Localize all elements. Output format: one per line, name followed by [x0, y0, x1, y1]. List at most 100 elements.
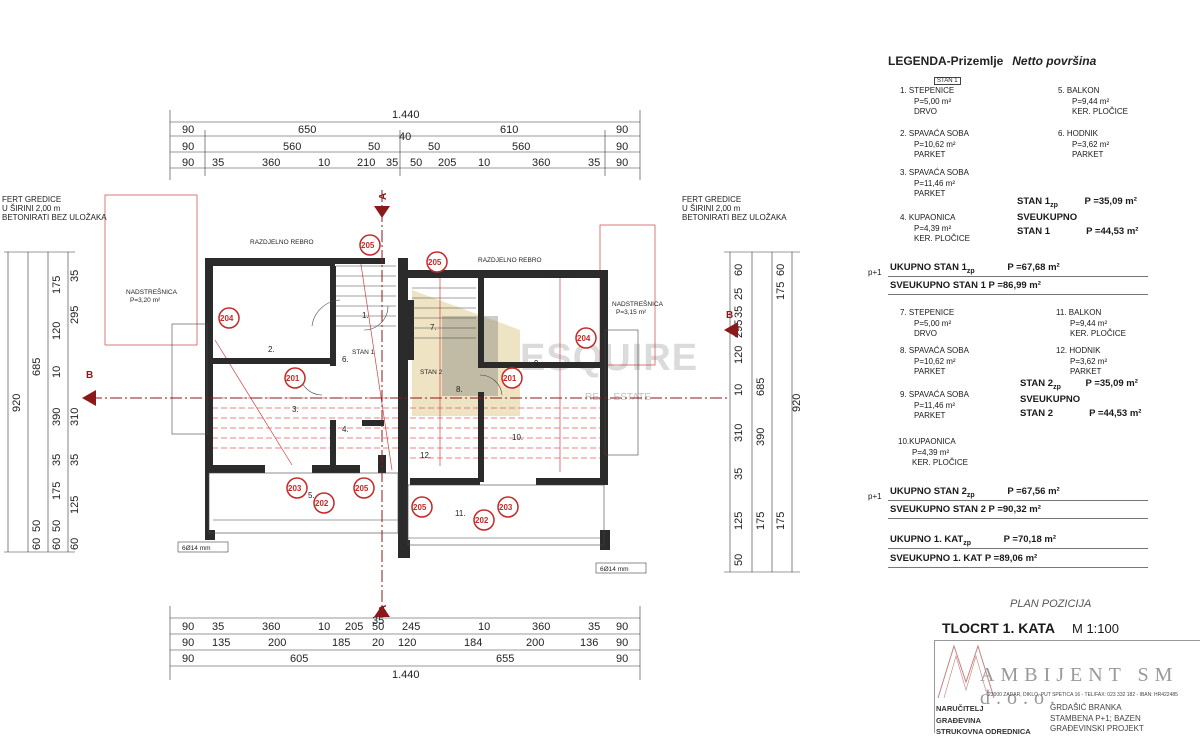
bot-r1-dim: 90 — [182, 621, 194, 633]
svg-text:205: 205 — [361, 241, 375, 250]
nadstresnica-left-area: P=3,20 m² — [130, 297, 161, 304]
bot-r1-dim: 35 — [588, 621, 600, 633]
label-narucitelj: NARUČITELJ — [936, 704, 984, 713]
room-number: 11. — [455, 509, 466, 518]
fert-note-left-line1: FERT GREDICE — [2, 195, 61, 204]
legend-tag-wrap: STAN 1 — [934, 69, 961, 87]
room-number: 8. — [456, 385, 463, 394]
top-r3-dim: 360 — [532, 157, 550, 169]
position-badge: 202 — [313, 492, 335, 514]
fert-note-right-line1: FERT GREDICE — [682, 195, 741, 204]
company-logo-icon — [937, 644, 995, 699]
room-number: 7. — [430, 323, 437, 332]
fert-note-left-line3: BETONIRATI BEZ ULOŽAKA — [2, 213, 107, 222]
room-number: 2. — [268, 345, 275, 354]
bot-r2-dim: 200 — [268, 637, 286, 649]
room-number: 12. — [420, 451, 431, 460]
right-c1-dim: 125 — [733, 512, 745, 530]
legend-rule — [888, 518, 1148, 519]
top-r1-dim: 610 — [500, 124, 518, 136]
top-dimensions: 1.440 90 650 40 610 90 90 560 50 50 560 … — [169, 109, 641, 180]
room-number: 10. — [512, 433, 523, 442]
left-c2-dim: 120 — [51, 322, 63, 340]
left-c3-dim: 310 — [69, 408, 81, 426]
room-number: 1. — [362, 311, 369, 320]
top-r1-dim: 650 — [298, 124, 316, 136]
right-c1-dim: 10 — [733, 384, 745, 396]
legend-header: LEGENDA-Prizemlje Netto površina — [888, 52, 1096, 70]
legend-rule — [888, 276, 1148, 277]
top-r1-dim: 90 — [182, 124, 194, 136]
top-r2-dim: 50 — [368, 141, 380, 153]
top-r3-dim: 35 — [386, 157, 398, 169]
left-c2-dim: 60 — [51, 538, 63, 550]
top-r3-dim: 35 — [212, 157, 224, 169]
left-dimensions: 920 685 50 60 175 120 10 390 35 175 50 6… — [4, 251, 81, 553]
p1-label: p+1 — [868, 492, 882, 501]
legend-rule — [888, 294, 1148, 295]
ukupno-stan2-row: UKUPNO STAN 2zp P =67,56 m² — [890, 486, 1060, 499]
room-number: 4. — [342, 425, 349, 434]
company-address: 23000 ZADAR, DIKLO, PUT SPETICA 16 - TEL… — [988, 692, 1178, 698]
label-gradevina: GRAĐEVINA — [936, 716, 982, 725]
right-c1-dim: 25 — [733, 288, 745, 300]
section-b-left-arrow — [82, 390, 96, 406]
bot-r1-dim: 10 — [318, 621, 330, 633]
right-outer-dim: 920 — [791, 394, 803, 412]
left-c3-dim: 60 — [69, 538, 81, 550]
left-outer-dim: 920 — [11, 394, 23, 412]
value-narucitelj: GRDAŠIĆ BRANKA — [1050, 703, 1122, 712]
title-block-frame — [934, 640, 1200, 733]
bot-r1-dim: 245 — [402, 621, 420, 633]
slab-hatching — [104, 194, 656, 472]
left-c2-dim: 175 — [51, 276, 63, 294]
bot-r1-dim: 50 — [372, 621, 384, 633]
position-badge: 203 — [497, 496, 519, 518]
legend-rule — [888, 567, 1148, 568]
section-b-left-label: B — [86, 370, 93, 381]
fert-note-right-line3: BETONIRATI BEZ ULOŽAKA — [682, 213, 787, 222]
svg-text:201: 201 — [503, 374, 517, 383]
section-a-bottom-arrow — [374, 605, 390, 617]
bot-r3-dim: 605 — [290, 653, 308, 665]
bottom-total-dim: 1.440 — [392, 669, 420, 681]
svg-text:204: 204 — [220, 314, 234, 323]
right-c1-dim: 60 — [733, 264, 745, 276]
right-c1-dim: 120 — [733, 346, 745, 364]
position-badges: 204 205 205 201 203 202 205 205 201 204 … — [218, 234, 597, 531]
section-a-top-arrow — [374, 206, 390, 218]
legend-tag: STAN 1 — [934, 77, 961, 85]
bot-r1-extra-dim: 35 — [372, 615, 384, 627]
watermark: ESQUIRE REAL ESTATE — [412, 290, 697, 416]
bottom-dimensions: 90 35 360 10 205 50 245 10 360 35 90 35 … — [169, 606, 641, 681]
top-r3-dim: 205 — [438, 157, 456, 169]
ukupno-kat-row: UKUPNO 1. KATzp P =70,18 m² — [890, 534, 1057, 547]
sveukupno-stan1-row: SVEUKUPNO STAN 1 P =86,99 m² — [890, 280, 1041, 291]
svg-text:205: 205 — [428, 258, 442, 267]
left-c1-dim: 50 — [31, 520, 43, 532]
right-c3-dim: 175 — [775, 512, 787, 530]
bot-r2-dim: 185 — [332, 637, 350, 649]
position-badge: 203 — [286, 477, 308, 499]
nadstresnica-right-area: P=3,15 m² — [616, 309, 647, 316]
company-name: AMBIJENT SM d.o.o. — [980, 664, 1179, 709]
top-total-dim: 1.440 — [392, 109, 420, 121]
svg-text:203: 203 — [499, 503, 513, 512]
left-c2-dim: 35 — [51, 454, 63, 466]
stan1-label: STAN 1 — [352, 349, 375, 356]
top-r3-dim: 90 — [616, 157, 628, 169]
legend-rule — [888, 500, 1148, 501]
p1-label: p+1 — [868, 268, 882, 277]
bot-r1-dim: 35 — [212, 621, 224, 633]
top-r3-dim: 35 — [588, 157, 600, 169]
bot-r2-dim: 184 — [464, 637, 482, 649]
position-badge: 204 — [575, 327, 597, 349]
left-c3-dim: 35 — [69, 270, 81, 282]
room-number: 9. — [534, 359, 541, 368]
